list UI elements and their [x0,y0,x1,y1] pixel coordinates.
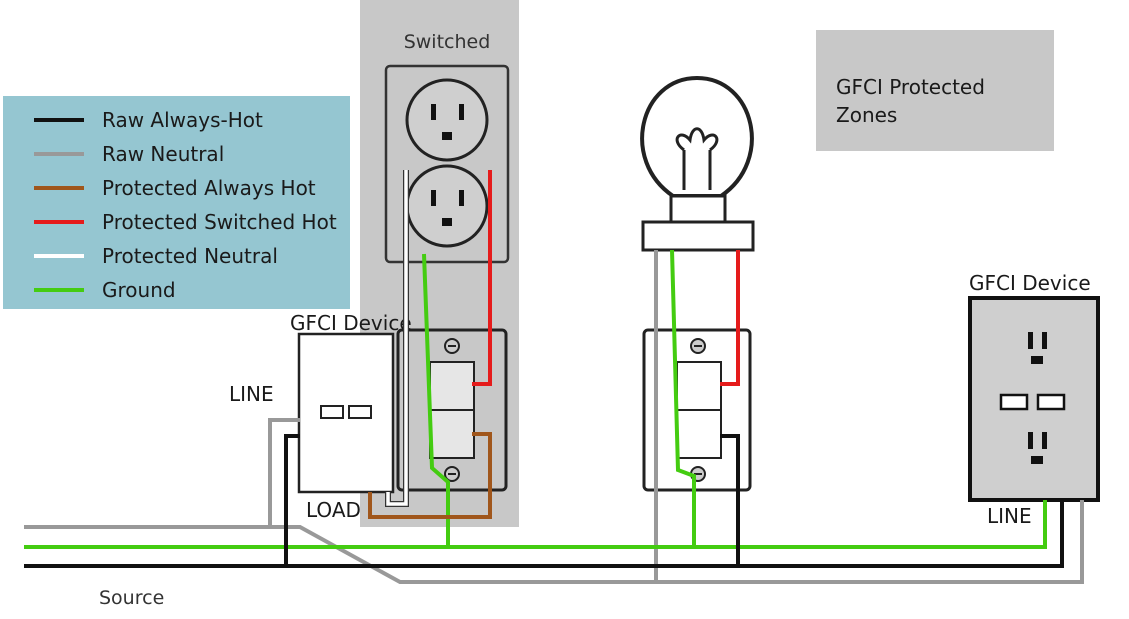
wires [24,170,1084,584]
gfci-right-title: GFCI Device [969,271,1091,295]
legend-label-protected-hot: Protected Always Hot [102,176,316,200]
outlet-top [405,78,489,162]
wire-raw-neutral-source [24,500,1084,584]
gfci-device-right [968,296,1100,502]
wire-protected-always-hot [368,432,492,519]
wire-legend-background [3,96,350,309]
lamp-holder [641,220,755,252]
wire-switched-hot-outlet [472,170,492,386]
gfci-right-body [968,296,1100,502]
gfci-left-body [297,332,395,494]
wire-ground-main [24,500,1047,549]
source-label: Source [99,587,164,609]
gfci-left-load-label: LOAD [306,498,361,522]
wire-switched-hot-lamp [720,250,740,386]
switched-label: Switched [404,31,491,53]
wire-raw-hot-switch [720,434,740,566]
outlet-bottom [405,164,489,248]
legend-label-switched-hot: Protected Switched Hot [102,210,337,234]
wire-protected-neutral [386,170,408,506]
wire-raw-hot-gfci-left [284,434,300,566]
wire-raw-neutral-gfci-left [268,418,300,527]
gfci-left-title: GFCI Device [290,311,412,335]
gfci-right-line-label: LINE [987,504,1032,528]
legend-label-ground: Ground [102,278,176,302]
gfci-left-line-label: LINE [229,382,274,406]
zone-legend-line1: GFCI Protected [836,75,985,99]
duplex-receptacle-switched [384,64,510,264]
light-switch [642,328,752,492]
legend-label-protected-neutral: Protected Neutral [102,244,278,268]
wire-ground-left [422,253,450,547]
legend-label-raw-hot: Raw Always-Hot [102,108,263,132]
legend-label-raw-neutral: Raw Neutral [102,142,224,166]
light-bulb-icon [640,75,755,252]
zone-legend-box [816,30,1054,151]
wire-legend: Raw Always-Hot Raw Neutral Protected Alw… [3,96,350,309]
wire-ground-lamp [670,249,696,547]
wire-raw-hot-source [24,500,1064,568]
zone-legend-line2: Zones [836,103,897,127]
gfci-device-left [297,328,508,494]
